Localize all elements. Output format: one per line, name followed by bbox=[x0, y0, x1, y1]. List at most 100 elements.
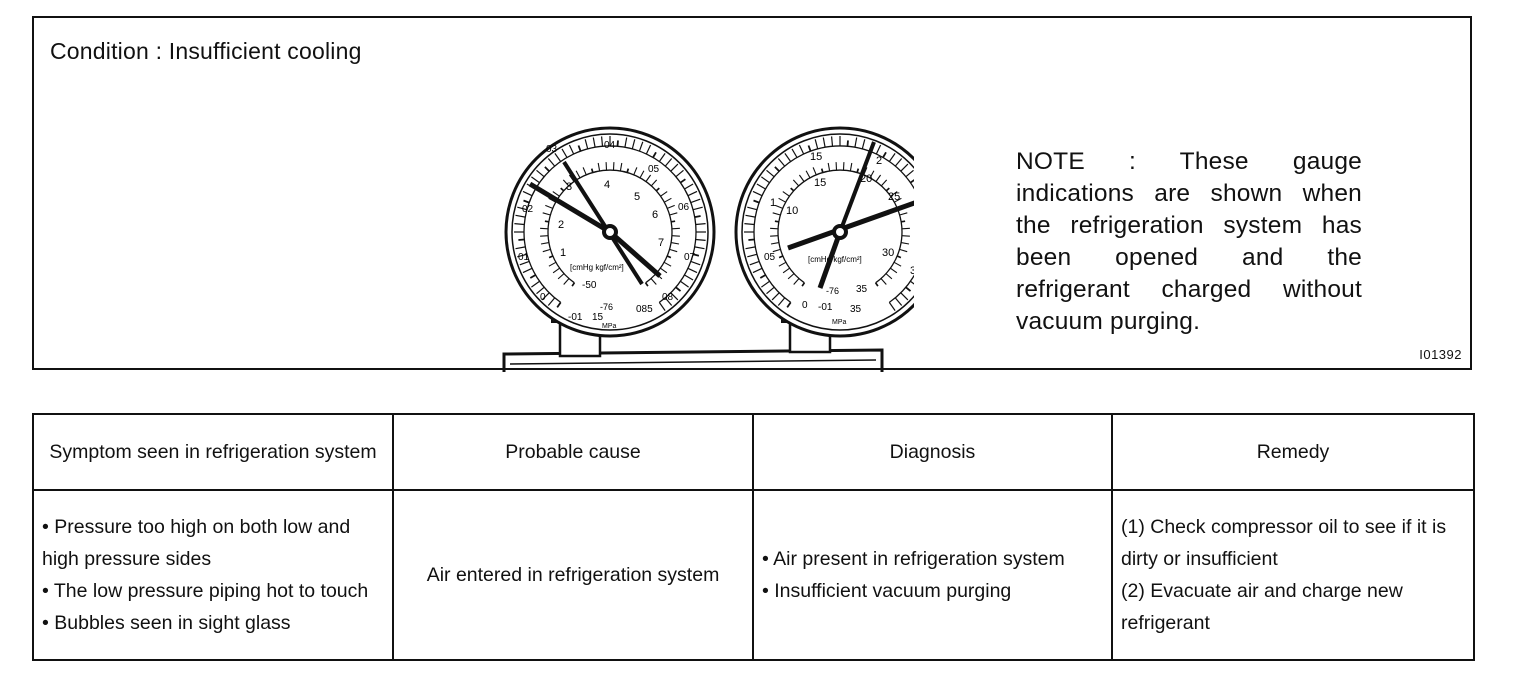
gauge-tick bbox=[805, 170, 811, 179]
gauge-tick bbox=[766, 286, 775, 295]
gauge-tick bbox=[633, 167, 638, 175]
gauge-tick bbox=[529, 274, 536, 279]
low-label-04: 04 bbox=[604, 140, 616, 151]
gauge-tick bbox=[663, 261, 672, 267]
gauge-tick bbox=[626, 168, 630, 173]
gauge-tick bbox=[519, 260, 530, 266]
low-label-06: 06 bbox=[678, 202, 690, 213]
gauge-tick bbox=[694, 246, 705, 250]
gauge-tick bbox=[880, 179, 888, 187]
diagnosis-table: Symptom seen in refrigeration system Pro… bbox=[32, 413, 1475, 661]
gauge-tick bbox=[882, 151, 887, 158]
gauge-tick bbox=[890, 267, 898, 274]
gauge-tick bbox=[684, 183, 694, 190]
gauge-tick bbox=[786, 301, 792, 308]
gauge-tick bbox=[624, 137, 628, 148]
low-inner-6: 6 bbox=[652, 209, 658, 221]
gauge-tick bbox=[652, 151, 657, 158]
diagnosis-cell: • Air present in refrigeration system • … bbox=[752, 489, 1113, 661]
gauge-tick bbox=[544, 220, 549, 223]
gauge-tick bbox=[666, 255, 672, 259]
gauge-tick bbox=[522, 190, 533, 197]
gauge-tick bbox=[777, 297, 786, 306]
gauge-tick bbox=[909, 179, 914, 184]
gauge-tick bbox=[900, 163, 909, 172]
gauge-tick bbox=[745, 214, 756, 218]
gauge-tick bbox=[577, 145, 582, 152]
gauge-tick bbox=[552, 267, 560, 274]
header-probable-cause: Probable cause bbox=[392, 413, 754, 491]
gauge-tick bbox=[752, 190, 763, 197]
symptom-item: • Bubbles seen in sight glass bbox=[42, 612, 291, 634]
gauge-tick bbox=[660, 267, 668, 274]
gauge-tick bbox=[616, 140, 619, 147]
gauge-tick bbox=[775, 204, 783, 209]
gauge-tick bbox=[669, 248, 678, 253]
gauge-tick bbox=[901, 235, 910, 237]
gauge-tick bbox=[664, 158, 673, 167]
gauge-tick bbox=[770, 242, 779, 245]
gauge-tick bbox=[515, 214, 526, 218]
gauge-tick bbox=[863, 167, 868, 175]
gauge-tick bbox=[772, 248, 781, 253]
gauge-tick bbox=[880, 278, 887, 285]
high-label-05: 05 bbox=[764, 252, 776, 263]
header-symptom: Symptom seen in refrigeration system bbox=[32, 413, 394, 491]
gauge-tick bbox=[782, 267, 790, 274]
remedy-cell: (1) Check compressor oil to see if it is… bbox=[1111, 489, 1475, 661]
diagnosis-item: • Insufficient vacuum purging bbox=[762, 580, 1012, 602]
gauge-tick bbox=[761, 280, 770, 288]
gauge-tick bbox=[782, 191, 790, 197]
gauge-tick bbox=[793, 278, 800, 285]
condition-title: Condition : Insufficient cooling bbox=[50, 38, 362, 64]
gauge-tick bbox=[671, 235, 680, 237]
gauge-tick bbox=[562, 179, 570, 187]
gauge-tick bbox=[548, 261, 557, 267]
high-gauge-outer-scale bbox=[744, 136, 914, 311]
high-label-2: 2 bbox=[876, 155, 882, 167]
gauge-tick bbox=[667, 204, 675, 209]
gauge-tick bbox=[801, 282, 806, 287]
gauge-tick bbox=[554, 153, 562, 162]
gauge-tick bbox=[536, 286, 545, 295]
gauge-tick bbox=[875, 144, 882, 155]
symptom-cell: • Pressure too high on both low and high… bbox=[32, 489, 394, 661]
low-label-03: 03 bbox=[546, 144, 558, 155]
gauge-tick bbox=[631, 139, 636, 150]
low-label-15: 15 bbox=[592, 312, 604, 323]
high-label-3: 3 bbox=[910, 265, 914, 277]
high-unit-label: [cmHg kgf/cm²] bbox=[808, 255, 862, 264]
gauge-figure-panel: Condition : Insufficient cooling bbox=[32, 16, 1472, 372]
gauge-tick bbox=[547, 297, 556, 306]
gauge-tick bbox=[518, 238, 525, 241]
gauge-tick bbox=[770, 227, 779, 230]
gauge-tick bbox=[901, 242, 910, 245]
gauge-tick bbox=[542, 212, 551, 216]
gauge-tick bbox=[655, 187, 660, 192]
gauge-tick bbox=[890, 191, 898, 197]
gauge-tick bbox=[669, 212, 678, 216]
diagnosis-item: • Air present in refrigeration system bbox=[762, 548, 1065, 570]
gauge-tick bbox=[650, 179, 658, 187]
gauge-tick bbox=[547, 158, 556, 167]
low-mpa-label: MPa bbox=[602, 323, 617, 330]
low-gauge-needle-b bbox=[562, 160, 644, 286]
gauge-arc bbox=[753, 145, 914, 303]
gauge-tick bbox=[541, 292, 550, 301]
gauge-tick bbox=[820, 168, 824, 173]
gauge-tick bbox=[658, 302, 666, 311]
gauge-arc bbox=[777, 169, 903, 284]
gauge-tick bbox=[756, 183, 766, 190]
gauge-tick bbox=[777, 158, 786, 167]
figure-id: I01392 bbox=[1419, 347, 1462, 362]
gauges-svg: 03 04 05 06 07 08 085 02 01 0 -01 15 -76… bbox=[502, 126, 914, 372]
gauge-tick bbox=[568, 174, 575, 182]
gauge-tick bbox=[601, 136, 604, 147]
low-gauge-needle-c bbox=[608, 230, 662, 278]
gauge-tick bbox=[557, 273, 565, 280]
gauge-tick bbox=[568, 144, 575, 155]
high-inner-30: 30 bbox=[882, 247, 894, 259]
gauge-tick bbox=[671, 227, 680, 230]
gauge-tick bbox=[778, 255, 784, 259]
gauge-tick bbox=[692, 253, 700, 257]
